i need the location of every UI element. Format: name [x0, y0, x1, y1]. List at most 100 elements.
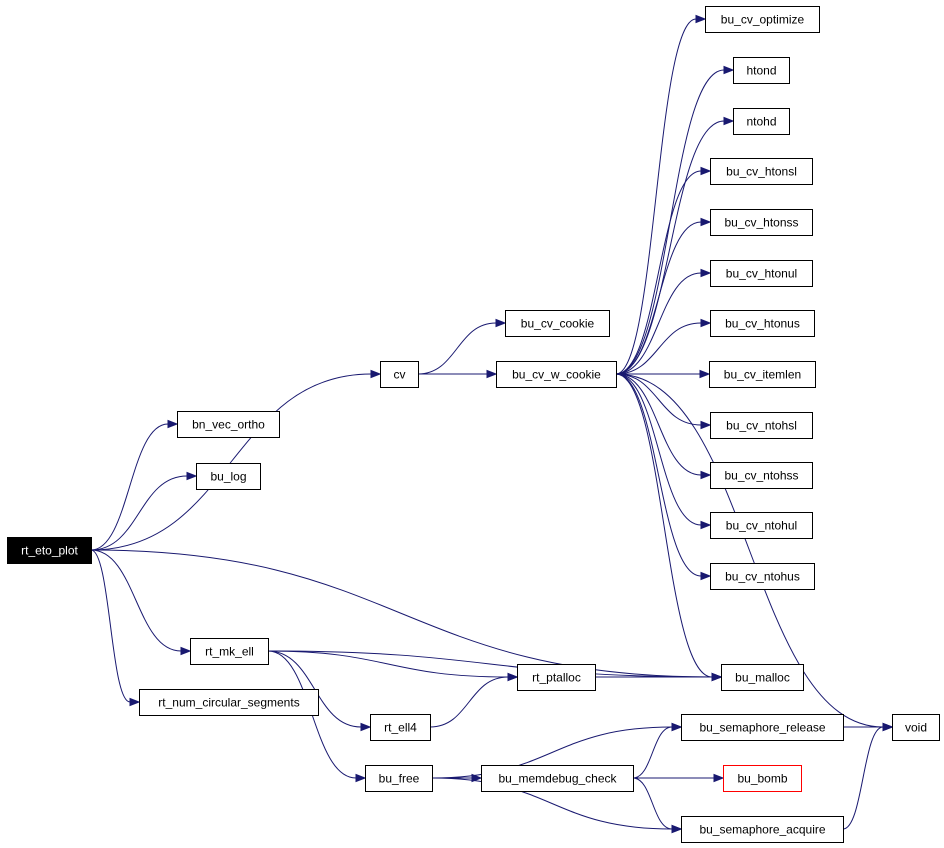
node-bu-cv-optimize[interactable]: bu_cv_optimize — [705, 6, 820, 33]
node-box — [681, 714, 844, 741]
node-label: rt_num_circular_segments — [158, 696, 299, 710]
node-rt-mk-ell[interactable]: rt_mk_ell — [190, 638, 269, 665]
edge-line — [267, 650, 713, 678]
node-bu-cv-ntohul[interactable]: bu_cv_ntohul — [710, 512, 813, 539]
node-label: bu_cv_ntohus — [725, 570, 800, 584]
arrowhead-icon — [129, 697, 141, 707]
node-label: rt_ell4 — [384, 721, 417, 735]
edge-bu-cv-w-cookie-to-bu-cv-ntohus — [615, 373, 712, 581]
arrowhead-icon — [700, 217, 712, 227]
node-label: bu_cv_w_cookie — [512, 368, 601, 382]
node-label: bu_memdebug_check — [498, 772, 617, 786]
arrowhead-icon — [671, 722, 683, 732]
node-bu-cv-cookie[interactable]: bu_cv_cookie — [505, 310, 610, 337]
node-bn-vec-ortho[interactable]: bn_vec_ortho — [177, 411, 280, 438]
edge-line — [632, 726, 673, 779]
node-bu-cv-htonul[interactable]: bu_cv_htonul — [710, 260, 813, 287]
node-box — [177, 411, 280, 438]
edge-rt-mk-ell-to-bu-free — [267, 650, 367, 783]
edge-rt-eto-plot-to-rt-mk-ell — [90, 549, 192, 656]
node-box — [710, 260, 813, 287]
node-box — [723, 765, 802, 792]
node-box — [681, 816, 844, 843]
node-box — [892, 714, 940, 741]
edge-line — [90, 475, 188, 551]
edge-rt-mk-ell-to-rt-ptalloc — [267, 650, 519, 682]
edge-rt-eto-plot-to-rt-num-circular-segments — [90, 549, 141, 707]
node-bu-free[interactable]: bu_free — [365, 765, 433, 792]
arrowhead-icon — [700, 166, 712, 176]
node-label: ntohd — [746, 115, 776, 129]
node-bu-log[interactable]: bu_log — [196, 463, 261, 490]
node-bu-semaphore-release[interactable]: bu_semaphore_release — [681, 714, 844, 741]
node-box — [481, 765, 634, 792]
arrowhead-icon — [186, 471, 198, 481]
node-rt-ptalloc[interactable]: rt_ptalloc — [517, 664, 596, 691]
edge-line — [615, 18, 697, 375]
node-label: bu_bomb — [737, 772, 787, 786]
edge-line — [632, 777, 673, 830]
arrowhead-icon — [700, 470, 712, 480]
node-bu-bomb[interactable]: bu_bomb — [723, 765, 802, 792]
node-bu-memdebug-check[interactable]: bu_memdebug_check — [481, 765, 634, 792]
edge-line — [615, 170, 702, 375]
node-bu-semaphore-acquire[interactable]: bu_semaphore_acquire — [681, 816, 844, 843]
arrowhead-icon — [700, 420, 712, 430]
node-rt-num-circular-segments[interactable]: rt_num_circular_segments — [139, 689, 319, 716]
node-bu-malloc[interactable]: bu_malloc — [721, 664, 804, 691]
node-label: bu_cv_ntohsl — [726, 419, 797, 433]
edge-rt-eto-plot-to-bu-log — [90, 471, 198, 551]
edge-bu-cv-w-cookie-to-bu-cv-ntohss — [615, 373, 712, 480]
node-rt-ell4[interactable]: rt_ell4 — [370, 714, 431, 741]
edge-line — [90, 549, 713, 678]
edge-rt-eto-plot-to-bu-malloc — [90, 549, 723, 682]
arrowhead-icon — [711, 672, 723, 682]
arrowhead-icon — [486, 369, 498, 379]
edge-rt-ptalloc-to-bu-malloc — [595, 672, 723, 682]
edge-line — [615, 322, 702, 375]
node-void[interactable]: void — [892, 714, 940, 741]
node-box — [505, 310, 610, 337]
edge-line — [417, 322, 497, 375]
node-label: bu_cv_htonss — [724, 216, 798, 230]
edge-cv-to-bu-cv-cookie — [417, 318, 507, 375]
node-box — [709, 361, 816, 388]
node-box — [733, 108, 790, 135]
arrowhead-icon — [370, 369, 382, 379]
node-label: bu_log — [210, 470, 246, 484]
node-label: bu_cv_htonus — [725, 317, 800, 331]
node-label: htond — [746, 64, 776, 78]
edge-line — [615, 373, 884, 728]
node-ntohd[interactable]: ntohd — [733, 108, 790, 135]
node-box — [710, 512, 813, 539]
node-box — [370, 714, 431, 741]
edge-line — [615, 272, 702, 375]
node-bu-cv-htonss[interactable]: bu_cv_htonss — [710, 209, 813, 236]
edge-line — [90, 549, 182, 652]
edge-bu-cv-w-cookie-to-bu-cv-htonul — [615, 268, 712, 375]
node-bu-cv-htonsl[interactable]: bu_cv_htonsl — [710, 158, 813, 185]
node-box — [190, 638, 269, 665]
node-box — [710, 209, 813, 236]
node-bu-cv-ntohss[interactable]: bu_cv_ntohss — [710, 462, 813, 489]
node-cv[interactable]: cv — [380, 361, 419, 388]
node-label: rt_eto_plot — [21, 544, 78, 558]
node-bu-cv-w-cookie[interactable]: bu_cv_w_cookie — [496, 361, 617, 388]
arrowhead-icon — [495, 318, 507, 328]
node-bu-cv-htonus[interactable]: bu_cv_htonus — [710, 310, 815, 337]
node-bu-cv-itemlen[interactable]: bu_cv_itemlen — [709, 361, 816, 388]
arrowhead-icon — [507, 672, 519, 682]
edge-line — [429, 676, 509, 728]
node-box — [710, 158, 813, 185]
edge-bu-semaphore-acquire-to-void — [842, 722, 894, 830]
node-box — [517, 664, 596, 691]
node-rt-eto-plot[interactable]: rt_eto_plot — [7, 537, 92, 564]
edge-line — [90, 423, 169, 551]
edge-line — [615, 221, 702, 375]
arrowhead-icon — [700, 268, 712, 278]
node-htond[interactable]: htond — [733, 57, 790, 84]
node-bu-cv-ntohsl[interactable]: bu_cv_ntohsl — [710, 412, 813, 439]
edge-line — [90, 549, 131, 703]
node-bu-cv-ntohus[interactable]: bu_cv_ntohus — [710, 563, 815, 590]
